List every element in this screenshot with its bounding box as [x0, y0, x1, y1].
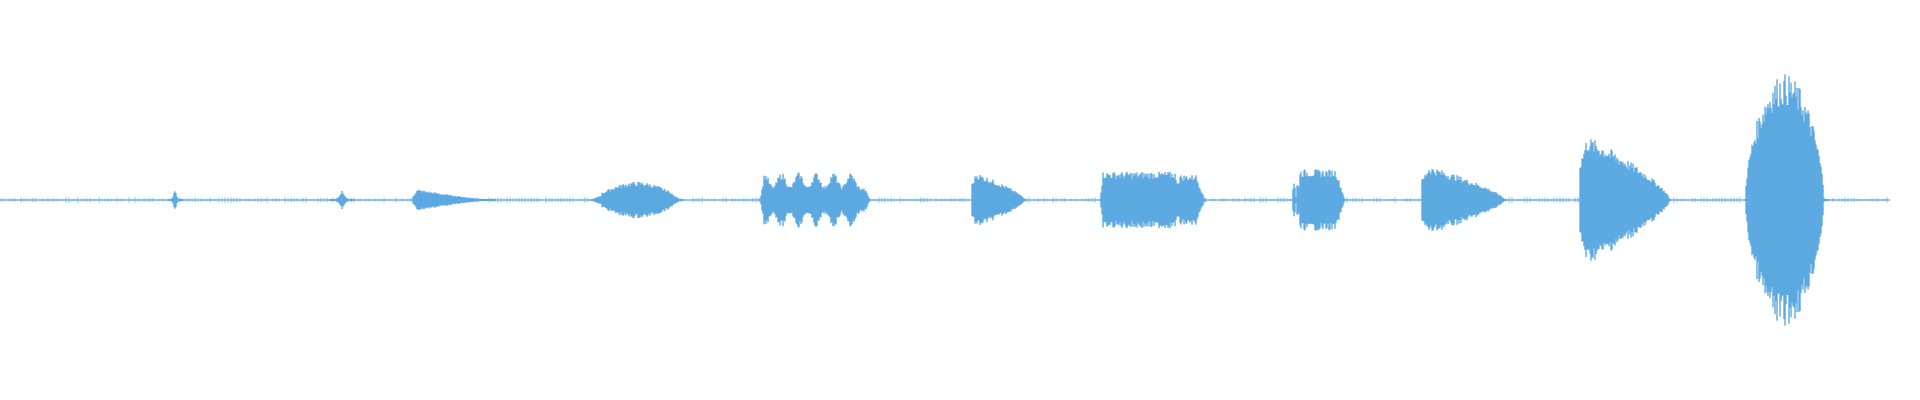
waveform-segment-2 [329, 190, 355, 210]
waveform-segment-10 [1579, 139, 1671, 261]
waveform-segment-7 [1099, 171, 1206, 229]
waveform-segments [167, 74, 1829, 326]
waveform-segment-5 [759, 172, 871, 228]
waveform-segment-8 [1291, 169, 1346, 231]
waveform-segment-6 [971, 175, 1026, 225]
waveform-segment-9 [1421, 169, 1506, 231]
waveform-segment-11 [1744, 74, 1829, 326]
waveform-segment-3 [412, 190, 496, 210]
waveform-segment-4 [591, 181, 683, 219]
waveform-segment-1 [167, 191, 183, 209]
